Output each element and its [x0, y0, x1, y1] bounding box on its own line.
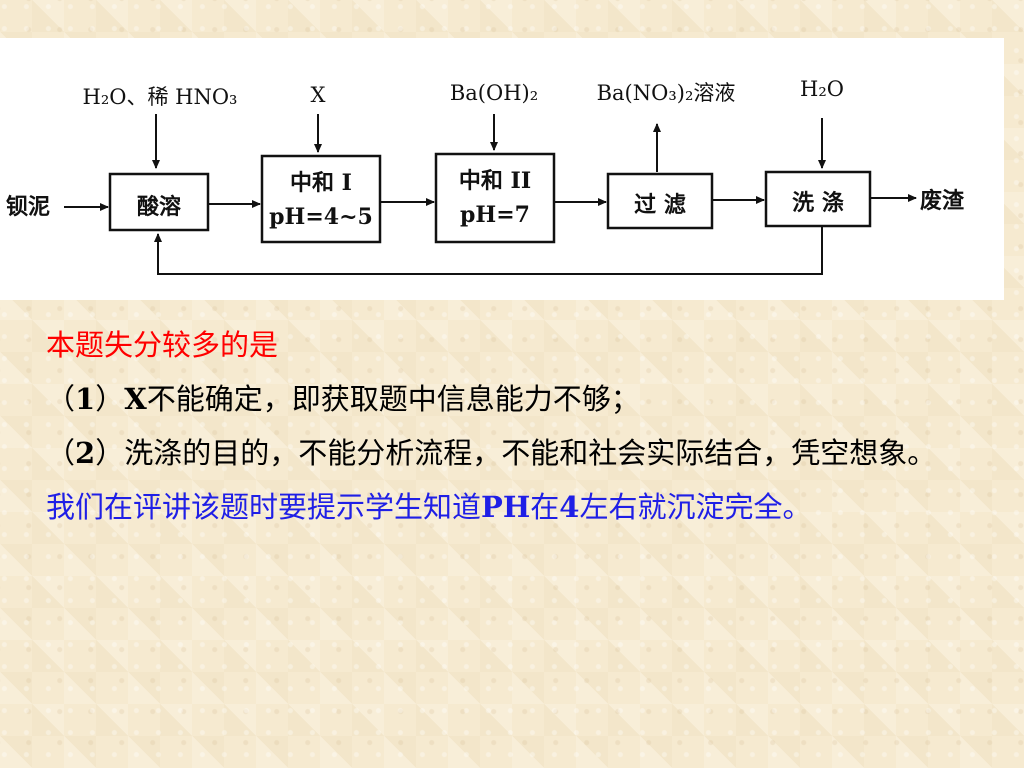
box-neutralize1 — [260, 154, 382, 244]
tip-number: 4 — [559, 490, 580, 524]
start-label: 钡泥 — [6, 194, 50, 220]
box-wash — [764, 170, 872, 228]
end-label: 废渣 — [920, 188, 965, 214]
notes-tip: 我们在评讲该题时要提示学生知道PH在4左右就沉淀完全。 — [46, 487, 946, 527]
box-acid-dissolve-label: 酸溶 — [137, 194, 181, 220]
process-flowchart: H₂O、稀 HNO₃ X Ba(OH)₂ Ba(NO₃)₂溶液 H₂O 钡泥 酸… — [6, 77, 965, 275]
acid-dissolve-input-label: H₂O、稀 HNO₃ — [83, 85, 238, 109]
item1-close-paren: ） — [95, 382, 125, 416]
analysis-notes: 本题失分较多的是 （1）X不能确定，即获取题中信息能力不够； （2）洗涤的目的，… — [46, 325, 946, 541]
wash-input-label: H₂O — [800, 77, 844, 101]
item2-open-paren: （ — [46, 436, 76, 470]
item2-number: 2 — [75, 436, 96, 470]
notes-heading-text: 本题失分较多的是 — [46, 328, 279, 362]
notes-heading: 本题失分较多的是 — [46, 325, 946, 365]
box-neutralize2 — [434, 152, 556, 244]
item2-text: 洗涤的目的，不能分析流程，不能和社会实际结合，凭空想象。 — [124, 436, 937, 470]
arrow-recycle-loop — [154, 226, 823, 275]
box-filter-label: 过 滤 — [634, 192, 686, 218]
box-neutralize1-title: 中和 I — [290, 170, 352, 196]
item1-number: 1 — [75, 382, 96, 416]
item2-close-paren: ） — [95, 436, 125, 470]
tip-text-c: 左右就沉淀完全。 — [579, 490, 812, 524]
box-acid-dissolve — [108, 172, 210, 232]
item1-x: X — [124, 382, 147, 416]
box-neutralize1-ph: pH=4~5 — [269, 204, 373, 230]
item1-open-paren: （ — [46, 382, 76, 416]
box-neutralize2-title: 中和 II — [459, 168, 531, 194]
tip-text-b: 在 — [530, 490, 560, 524]
neutralize1-input-label: X — [311, 83, 326, 107]
tip-text-a: 我们在评讲该题时要提示学生知道 — [46, 490, 482, 524]
notes-item-1: （1）X不能确定，即获取题中信息能力不够； — [46, 379, 946, 419]
item1-text: 不能确定，即获取题中信息能力不够； — [146, 382, 640, 416]
notes-item-2: （2）洗涤的目的，不能分析流程，不能和社会实际结合，凭空想象。 — [46, 433, 946, 473]
box-filter — [606, 172, 714, 230]
neutralize2-input-label: Ba(OH)₂ — [450, 81, 538, 105]
tip-ph: PH — [481, 490, 531, 524]
box-neutralize2-ph: pH=7 — [460, 202, 530, 228]
filter-output-label: Ba(NO₃)₂溶液 — [597, 81, 736, 105]
flowchart-panel: H₂O、稀 HNO₃ X Ba(OH)₂ Ba(NO₃)₂溶液 H₂O 钡泥 酸… — [0, 38, 1004, 300]
box-wash-label: 洗 涤 — [792, 190, 844, 216]
